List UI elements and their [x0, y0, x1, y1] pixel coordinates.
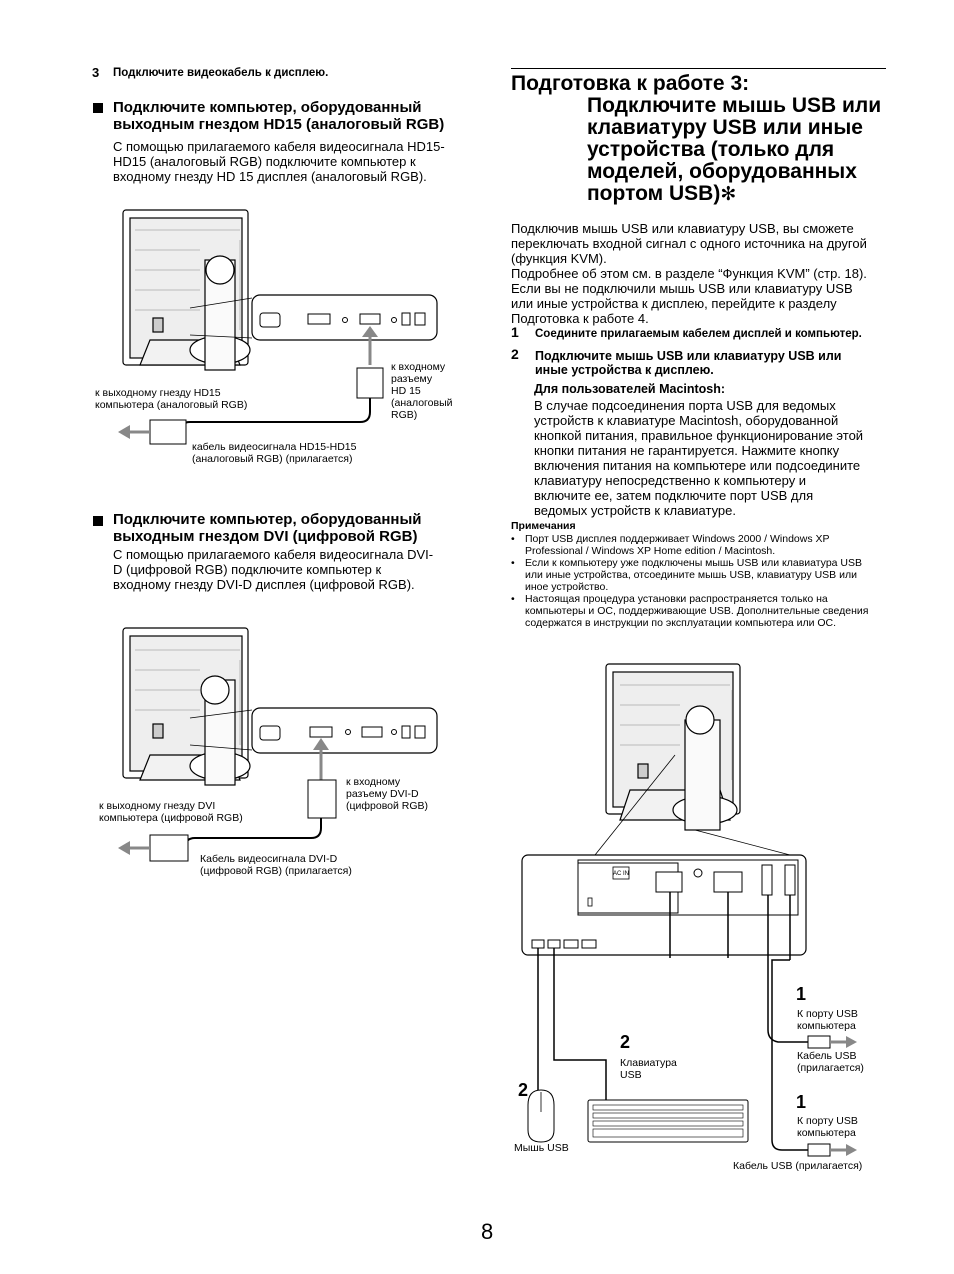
fig2-label-cable: Кабель видеосигнала DVI-D (цифровой RGB)… [200, 853, 352, 877]
callout-1-bottom: 1 [796, 1092, 807, 1112]
page-number: 8 [481, 1219, 494, 1244]
intro-text: Подключив мышь USB или клавиатуру USB, в… [511, 221, 867, 326]
asterisk-mark: ✻ [720, 184, 737, 205]
step-1-text: Соедините прилагаемым кабелем дисплей и … [535, 328, 862, 340]
title-rule [511, 68, 886, 69]
fig1-label-cable: кабель видеосигнала HD15-HD15 (аналоговы… [192, 441, 357, 465]
fig1-label-output: к выходному гнезду HD15 компьютера (анал… [95, 387, 248, 411]
section-2-heading: Подключите компьютер, оборудованный выхо… [113, 511, 422, 545]
label-usb-port-bottom: К порту USB компьютера [797, 1115, 858, 1139]
label-usb-cable-top: Кабель USB (прилагается) [797, 1050, 864, 1074]
note-item: Настоящая процедура установки распростра… [511, 593, 881, 629]
fig2-label-input: к входному разъему DVI-D (цифровой RGB) [346, 776, 429, 812]
callout-2-keyboard: 2 [620, 1032, 631, 1052]
step-3-number: 3 [92, 65, 100, 80]
section-title: Подготовка к работе 3: Подключите мышь U… [511, 72, 882, 206]
callout-2-mouse: 2 [518, 1080, 529, 1100]
section-1-heading: Подключите компьютер, оборудованный выхо… [113, 99, 445, 133]
step-3-text: Подключите видеокабель к дисплею. [113, 67, 329, 79]
note-item: Порт USB дисплея поддерживает Windows 20… [511, 533, 881, 557]
mac-heading: Для пользователей Macintosh: [534, 382, 726, 396]
section-2-body: С помощью прилагаемого кабеля видеосигна… [113, 547, 434, 592]
label-usb-port-top: К порту USB компьютера [797, 1008, 858, 1032]
section-bullet-square [93, 516, 103, 526]
notes-heading: Примечания [511, 520, 576, 532]
figure-dvi-connection [118, 627, 438, 862]
notes-list: Порт USB дисплея поддерживает Windows 20… [511, 533, 881, 629]
figure-usb-connection [521, 663, 857, 1157]
section-bullet-square [93, 103, 103, 113]
step-1-number: 1 [511, 324, 519, 340]
label-usb-cable-bottom: Кабель USB (прилагается) [733, 1160, 863, 1172]
fig1-label-input: к входному разъему HD 15 (аналоговый RGB… [391, 361, 453, 421]
label-keyboard: Клавиатура USB [620, 1057, 677, 1081]
mac-body: В случае подсоединения порта USB для вед… [534, 398, 864, 518]
note-item: Если к компьютеру уже подключены мышь US… [511, 557, 881, 593]
section-1-body: С помощью прилагаемого кабеля видеосигна… [113, 139, 445, 184]
step-2-number: 2 [511, 346, 519, 362]
step-2-text: Подключите мышь USB или клавиатуру USB и… [535, 349, 842, 377]
fig2-label-output: к выходному гнезду DVI компьютера (цифро… [99, 800, 243, 824]
label-mouse: Мышь USB [514, 1142, 569, 1154]
figure-hd15-connection [118, 209, 438, 445]
callout-1-top: 1 [796, 984, 807, 1004]
ac-in-label: AC IN [613, 871, 630, 877]
